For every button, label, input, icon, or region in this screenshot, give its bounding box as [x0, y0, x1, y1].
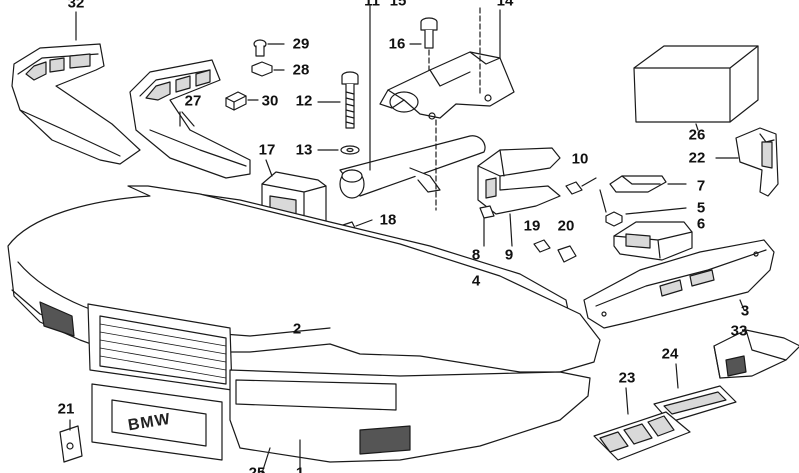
callout-2: 2 — [292, 320, 302, 338]
callout-10: 10 — [571, 150, 589, 168]
callout-6: 6 — [696, 215, 706, 233]
callout-18: 18 — [379, 211, 397, 229]
callout-9: 9 — [504, 246, 514, 264]
part-33-air-duct — [713, 329, 799, 379]
part-11-impact-absorber — [339, 5, 486, 199]
part-12-bolt — [317, 71, 359, 129]
callout-3: 3 — [740, 302, 750, 320]
part-3-support — [583, 239, 775, 329]
callout-7: 7 — [696, 177, 706, 195]
callout-8: 8 — [471, 246, 481, 264]
callout-22: 22 — [688, 149, 706, 167]
licence-plate-holder — [91, 383, 223, 461]
part-22-air-duct — [715, 127, 779, 197]
callout-15: 15 — [389, 0, 407, 10]
callout-13: 13 — [295, 141, 313, 159]
part-8-screw — [479, 205, 495, 247]
part-28-nut — [251, 61, 285, 77]
callout-25: 25 — [248, 464, 266, 473]
callout-12: 12 — [295, 92, 313, 110]
callout-24: 24 — [661, 345, 679, 363]
part-26-foam-block — [633, 45, 759, 131]
part-19-clip — [533, 239, 551, 253]
part-27-bumper-trim — [129, 59, 251, 179]
callout-11: 11 — [364, 0, 380, 10]
part-16-bolt — [409, 17, 438, 111]
part-1-bumper-cover — [7, 185, 601, 473]
part-7-bracket — [609, 175, 687, 193]
callout-29: 29 — [292, 35, 310, 53]
callout-28: 28 — [292, 61, 310, 79]
callout-1: 1 — [295, 464, 305, 473]
part-6-mount — [613, 221, 693, 261]
callout-23: 23 — [618, 369, 636, 387]
callout-27: 27 — [184, 92, 202, 110]
part-29-screw — [253, 39, 285, 57]
part-20-clip — [557, 245, 577, 263]
callout-21: 21 — [57, 400, 75, 418]
callout-17: 17 — [258, 141, 276, 159]
callout-26: 26 — [688, 126, 706, 144]
callout-32: 32 — [67, 0, 85, 12]
callout-4: 4 — [471, 272, 481, 290]
callout-20: 20 — [557, 217, 575, 235]
part-30-clip — [225, 91, 259, 111]
part-21-clip — [59, 419, 83, 463]
part-32-bumper-trim — [11, 11, 141, 165]
part-10-screw — [565, 177, 597, 195]
callout-30: 30 — [261, 92, 279, 110]
part-9-bracket — [477, 147, 561, 247]
callout-19: 19 — [523, 217, 541, 235]
part-13-washer — [317, 145, 360, 155]
callout-5: 5 — [696, 199, 706, 217]
callout-33: 33 — [730, 322, 748, 340]
callout-14: 14 — [496, 0, 514, 10]
part-5-nut — [605, 207, 687, 227]
part-23-grille — [593, 387, 691, 461]
part-24-grille — [653, 363, 737, 423]
part-14-bracket — [379, 7, 515, 211]
callout-16: 16 — [388, 35, 406, 53]
